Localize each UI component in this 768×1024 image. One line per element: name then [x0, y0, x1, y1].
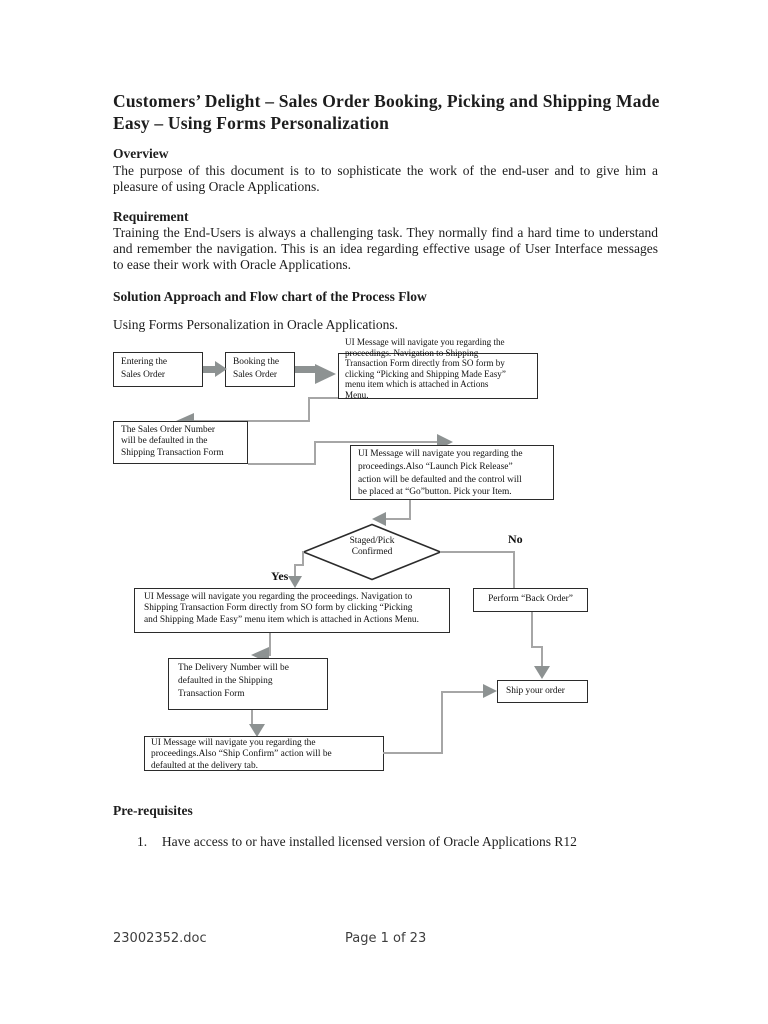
node-perform-back-order [473, 588, 588, 612]
node-sales-order-number-label: The Sales Order Number will be defaulted… [121, 425, 224, 458]
connector-no-v [513, 551, 515, 588]
solution-heading: Solution Approach and Flow chart of the … [113, 289, 427, 304]
connector-son-up-v [314, 441, 316, 465]
connector-yes-h [294, 564, 304, 566]
requirement-paragraph: Training the End-Users is always a chall… [113, 225, 658, 272]
connector-uimsg2-down [409, 500, 411, 520]
connector-uimsg1-down-v [308, 397, 310, 422]
connector-to-salesordernum [192, 420, 310, 422]
prerequisites-list: 1. Have access to or have installed lice… [137, 834, 577, 850]
connector-uimsg4-up [441, 691, 443, 754]
arrow-entering-to-booking [203, 366, 217, 373]
decision-diamond [302, 523, 442, 581]
decision-label: Staged/Pick Confirmed [349, 536, 395, 558]
node-ui-message-1 [338, 353, 538, 399]
connector-delivery-down [251, 710, 253, 726]
node-ui-message-2 [350, 445, 554, 500]
node-entering-sales-order-label: Entering the Sales Order [121, 357, 168, 380]
connector-backorder-h [531, 646, 543, 648]
solution-intro: Using Forms Personalization in Oracle Ap… [113, 317, 398, 332]
connector-backorder-v2 [541, 646, 543, 668]
connector-uimsg4-top [441, 691, 483, 693]
node-booking-sales-order-label: Booking the Sales Order [233, 357, 280, 380]
connector-son-top-h [314, 441, 438, 443]
no-branch-label: No [508, 532, 523, 546]
node-perform-back-order-label: Perform “Back Order” [488, 594, 573, 604]
connector-yes-v1 [302, 551, 304, 566]
node-booking-sales-order [225, 352, 295, 387]
connector-son-right-h [248, 463, 316, 465]
yes-branch-label: Yes [271, 569, 289, 583]
connector-uimsg4-right [383, 752, 443, 754]
overview-heading: Overview [113, 146, 169, 161]
node-sales-order-number [113, 421, 248, 464]
arrowhead-right-icon [315, 364, 336, 384]
decision-diamond-shape [302, 523, 442, 581]
node-ship-your-order-label: Ship your order [506, 686, 565, 696]
connector-uimsg3-down [269, 633, 271, 656]
arrow-booking-to-uimsg1 [295, 366, 317, 373]
footer-filename: 23002352.doc [113, 931, 207, 946]
connector-backorder-v1 [531, 612, 533, 648]
document-title: Customers’ Delight – Sales Order Booking… [113, 91, 660, 133]
node-ui-message-1-label: UI Message will navigate you regarding t… [345, 337, 506, 400]
arrowhead-right-icon [215, 361, 227, 377]
connector-uimsg1-down-h [308, 397, 338, 399]
arrowhead-right-icon [483, 684, 497, 698]
node-ui-message-4 [144, 736, 384, 771]
node-ui-message-4-label: UI Message will navigate you regarding t… [151, 738, 332, 771]
footer-page-number: Page 1 of 23 [345, 931, 427, 946]
node-ui-message-2-label: UI Message will navigate you regarding t… [358, 449, 523, 498]
prerequisites-heading: Pre-requisites [113, 803, 193, 818]
requirement-heading: Requirement [113, 209, 189, 224]
arrowhead-down-icon [249, 724, 265, 737]
arrowhead-left-icon [372, 512, 386, 526]
node-ui-message-3-label: UI Message will navigate you regarding t… [144, 592, 419, 625]
node-ui-message-3 [134, 588, 450, 633]
overview-paragraph: The purpose of this document is to to so… [113, 163, 658, 194]
node-entering-sales-order [113, 352, 203, 387]
list-item-text: Have access to or have installed license… [161, 834, 577, 849]
connector-yes-v2 [294, 564, 296, 577]
connector-no-h [440, 551, 515, 553]
list-item-number: 1. [137, 834, 148, 849]
connector-uimsg2-left [386, 518, 411, 520]
arrowhead-down-icon [534, 666, 550, 679]
node-delivery-number [168, 658, 328, 710]
arrowhead-down-icon [288, 576, 302, 588]
node-delivery-number-label: The Delivery Number will be defaulted in… [178, 663, 289, 699]
node-ship-your-order [497, 680, 588, 703]
